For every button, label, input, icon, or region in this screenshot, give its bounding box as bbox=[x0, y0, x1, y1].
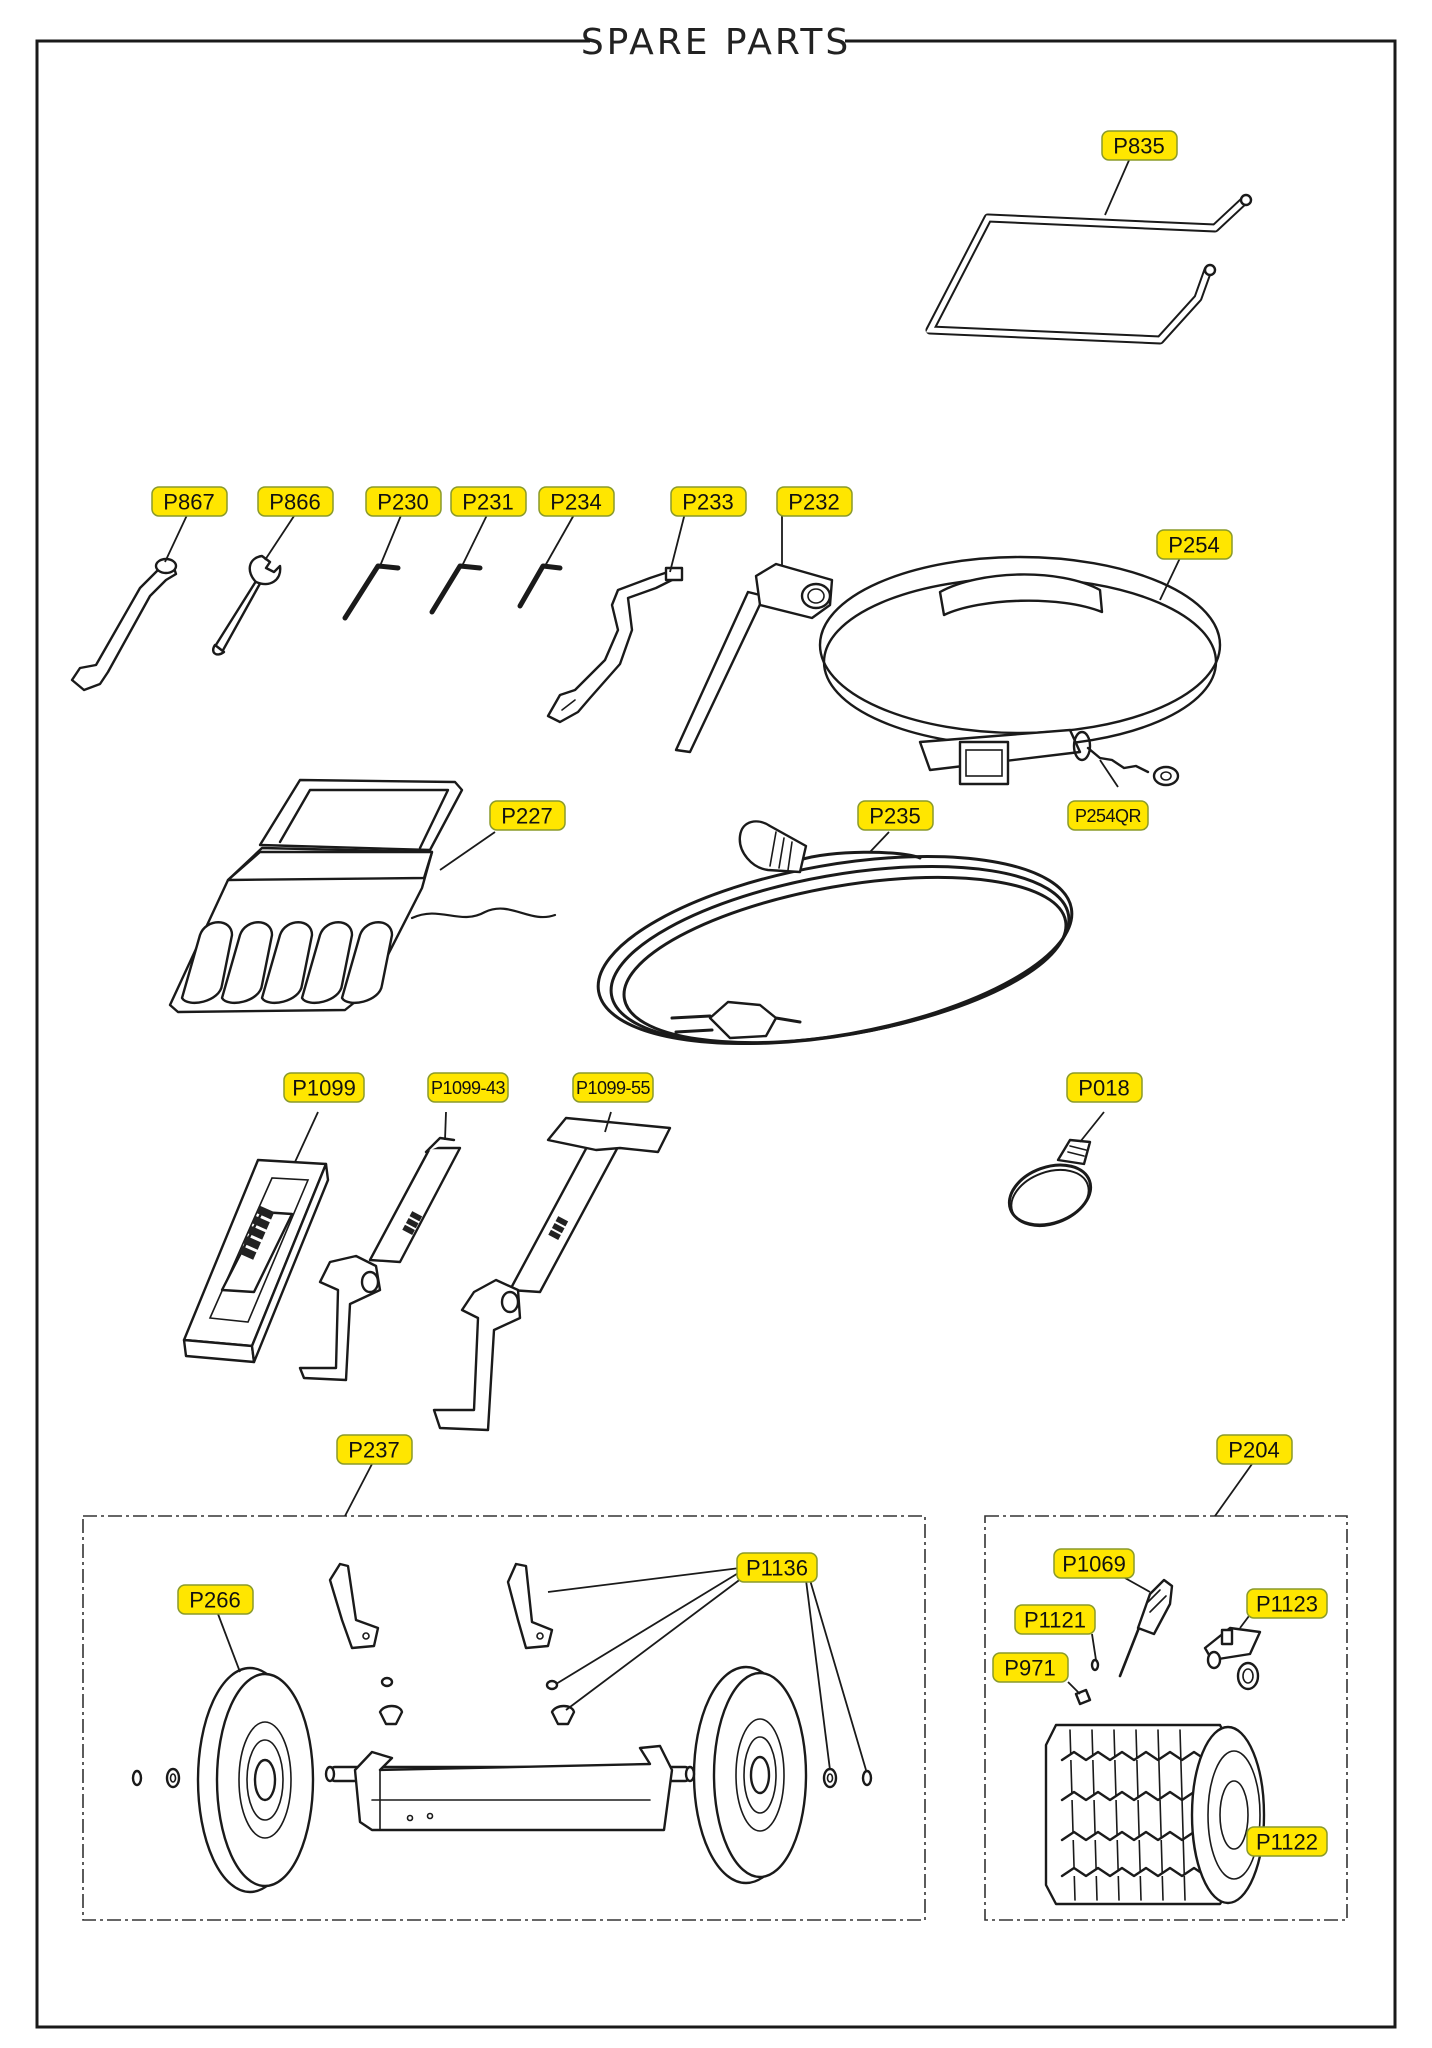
label-text-p1122: P1122 bbox=[1256, 1830, 1318, 1855]
label-p231: P231 bbox=[450, 486, 527, 517]
label-text-p266: P266 bbox=[189, 1588, 240, 1613]
label-p1122: P1122 bbox=[1246, 1826, 1328, 1857]
label-p233: P233 bbox=[670, 486, 747, 517]
label-p018: P018 bbox=[1066, 1072, 1143, 1103]
label-text-p1069: P1069 bbox=[1062, 1552, 1126, 1577]
label-p254qr: P254QR bbox=[1067, 800, 1149, 831]
label-text-p204: P204 bbox=[1228, 1438, 1279, 1463]
label-p866: P866 bbox=[257, 486, 334, 517]
part-p1136-bracket-left[interactable] bbox=[328, 1562, 380, 1650]
label-p234: P234 bbox=[538, 486, 615, 517]
p237-kit-box bbox=[82, 1515, 926, 1921]
part-p1069-screwdriver[interactable] bbox=[1118, 1578, 1174, 1678]
part-p235-extension-cable[interactable] bbox=[584, 820, 1086, 1075]
label-text-p1099-55: P1099-55 bbox=[576, 1078, 651, 1098]
part-p1121-spring[interactable] bbox=[1090, 1658, 1100, 1672]
part-p1099-55-stand[interactable]: ▮▮▮ bbox=[432, 1116, 672, 1432]
label-text-p1121: P1121 bbox=[1024, 1608, 1086, 1633]
part-p1099-case[interactable]: ▮▮▮▮▮ bbox=[182, 1158, 330, 1364]
label-text-p1099-43: P1099-43 bbox=[431, 1078, 506, 1098]
label-p867: P867 bbox=[151, 486, 228, 517]
part-p254-harness-belt[interactable] bbox=[818, 555, 1222, 787]
p204-kit-box bbox=[984, 1515, 1348, 1921]
page-title: SPARE PARTS bbox=[580, 22, 852, 63]
label-text-p237: P237 bbox=[348, 1438, 399, 1463]
label-p1069: P1069 bbox=[1053, 1548, 1135, 1579]
label-text-p230: P230 bbox=[377, 490, 428, 515]
label-text-p866: P866 bbox=[269, 490, 320, 515]
part-p1136-nuts[interactable] bbox=[378, 1676, 576, 1726]
label-text-p231: P231 bbox=[462, 490, 513, 515]
label-p227: P227 bbox=[489, 800, 566, 831]
label-p1099: P1099 bbox=[283, 1072, 365, 1103]
label-p1099-43: P1099-43 bbox=[427, 1072, 509, 1103]
part-wheel-axle[interactable] bbox=[324, 1744, 696, 1832]
label-p1099-55: P1099-55 bbox=[572, 1072, 654, 1103]
label-text-p234: P234 bbox=[550, 490, 601, 515]
label-p835: P835 bbox=[1101, 130, 1178, 161]
part-p227-tool-roll[interactable] bbox=[168, 778, 557, 1014]
label-p266: P266 bbox=[177, 1584, 254, 1615]
label-text-p018: P018 bbox=[1078, 1076, 1129, 1101]
label-text-p227: P227 bbox=[501, 804, 552, 829]
part-washers-left[interactable] bbox=[131, 1767, 181, 1789]
label-text-p232: P232 bbox=[788, 490, 839, 515]
part-p835-handle[interactable] bbox=[925, 193, 1253, 345]
label-p254: P254 bbox=[1156, 529, 1233, 560]
part-p234-allen-key[interactable] bbox=[517, 563, 563, 609]
label-p235: P235 bbox=[857, 800, 934, 831]
part-p018-hose-clamp[interactable] bbox=[1001, 1138, 1099, 1236]
frame-border bbox=[35, 39, 1397, 2029]
part-p232-box-spanner[interactable] bbox=[674, 562, 834, 754]
part-p866-open-spanner[interactable] bbox=[211, 554, 282, 656]
label-p1121: P1121 bbox=[1014, 1604, 1096, 1635]
part-p1136-bracket-right[interactable] bbox=[506, 1562, 554, 1650]
part-p1099-43-stand[interactable]: ▮▮▮ bbox=[298, 1136, 462, 1382]
label-p971: P971 bbox=[992, 1652, 1069, 1683]
part-p231-allen-key[interactable] bbox=[429, 563, 483, 615]
part-p867-ring-spanner[interactable] bbox=[70, 557, 178, 692]
label-text-p1123: P1123 bbox=[1256, 1592, 1318, 1617]
label-text-p971: P971 bbox=[1004, 1656, 1055, 1681]
label-text-p254: P254 bbox=[1168, 533, 1219, 558]
label-text-p235: P235 bbox=[869, 804, 920, 829]
part-wheel-right[interactable] bbox=[692, 1665, 808, 1885]
label-text-p1136: P1136 bbox=[746, 1556, 808, 1581]
label-text-p233: P233 bbox=[682, 490, 733, 515]
label-p1136: P1136 bbox=[736, 1552, 818, 1583]
label-p204: P204 bbox=[1216, 1434, 1293, 1465]
part-p233-cranked-tool[interactable] bbox=[546, 566, 684, 724]
label-p232: P232 bbox=[776, 486, 853, 517]
label-text-p867: P867 bbox=[163, 490, 214, 515]
part-p230-allen-key[interactable] bbox=[342, 563, 401, 621]
label-text-p835: P835 bbox=[1113, 134, 1164, 159]
label-p237: P237 bbox=[336, 1434, 413, 1465]
label-p230: P230 bbox=[365, 486, 442, 517]
label-text-p254qr: P254QR bbox=[1075, 806, 1142, 826]
part-p266-wheel-left[interactable] bbox=[196, 1666, 315, 1894]
label-text-p1099: P1099 bbox=[292, 1076, 356, 1101]
part-p1122-cutter-drum[interactable] bbox=[1044, 1723, 1266, 1906]
part-p1136-washers-right[interactable] bbox=[822, 1767, 873, 1789]
label-p1123: P1123 bbox=[1246, 1588, 1328, 1619]
part-p1123-clamp-knob[interactable] bbox=[1203, 1626, 1262, 1691]
